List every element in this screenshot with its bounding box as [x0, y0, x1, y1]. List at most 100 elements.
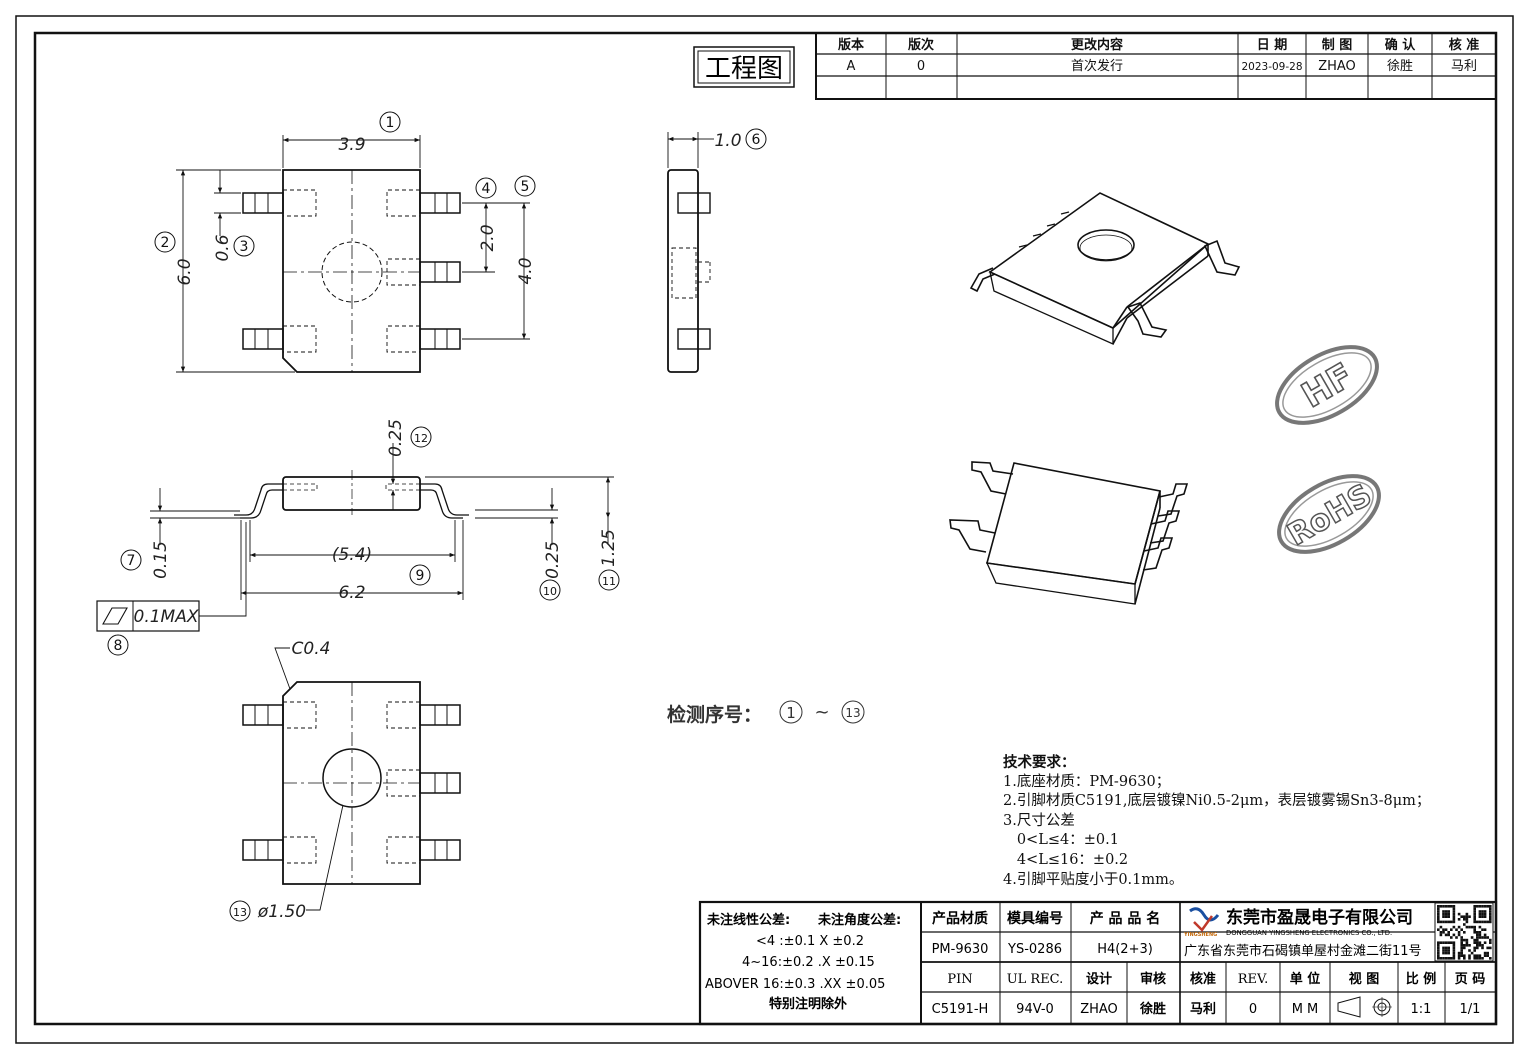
- qr-code: [1434, 902, 1494, 962]
- balloon-4: 4: [475, 177, 497, 199]
- side-view-right: [667, 169, 711, 373]
- inspection-label: 检测序号：: [667, 704, 763, 726]
- isometric-top-view: [969, 192, 1241, 346]
- tech-line-1: 1.底座材质：PM-9630；: [1003, 773, 1171, 790]
- technical-requirements: 技术要求： 1.底座材质：PM-9630； 2.引脚材质C5191,底层镀镍Ni…: [1003, 753, 1430, 890]
- tol-title-angle: 未注角度公差:: [817, 912, 901, 928]
- svg-text:6: 6: [752, 132, 761, 148]
- tol-line-2: 4~16:±0.2 .X ±0.15: [742, 955, 875, 970]
- flatness-value: 0.1MAX: [134, 607, 199, 627]
- dim-1-0: 1.0: [714, 131, 741, 151]
- title-block-row1-headers: 产品材质 模具编号 产 品 品 名: [932, 910, 1160, 927]
- engineering-drawing-stamp: 工程图: [693, 46, 795, 88]
- dim-0-25-side: 0.25: [543, 541, 563, 579]
- svg-text:5: 5: [521, 179, 530, 195]
- hdr-review: 审核: [1140, 971, 1166, 987]
- hdr-rev: REV.: [1238, 972, 1269, 987]
- bottom-view: [242, 647, 461, 911]
- dim-5-4: (5.4): [332, 545, 372, 565]
- rev-header-drawn: 制 图: [1322, 37, 1353, 53]
- balloon-13: 13: [229, 900, 251, 922]
- svg-text:12: 12: [414, 432, 428, 445]
- balloon-2: 2: [154, 231, 176, 253]
- balloon-10: 10: [539, 579, 561, 601]
- hdr-view: 视 图: [1349, 971, 1380, 987]
- rev-edition: 0: [917, 59, 925, 74]
- balloon-9: 9: [409, 564, 431, 586]
- tech-line-6: 4.引脚平贴度小于0.1mm。: [1003, 871, 1184, 888]
- rev-header-version: 版本: [838, 37, 864, 53]
- val-review: 徐胜: [1139, 1001, 1166, 1017]
- tech-title: 技术要求：: [1003, 754, 1076, 771]
- company-name-en: DONGGUAN YINGSHENG ELECTRONICS CO., LTD.: [1226, 929, 1392, 937]
- dim-6-0: 6.0: [175, 258, 195, 285]
- title-block-grid: [698, 900, 1498, 1026]
- val-design: ZHAO: [1080, 1002, 1118, 1017]
- tolerance-block: 未注线性公差: 未注角度公差: <4 :±0.1 X ±0.2 4~16:±0.…: [705, 912, 901, 1012]
- val-page: 1/1: [1460, 1002, 1481, 1017]
- svg-text:10: 10: [543, 585, 557, 598]
- title-block-row2-headers: PIN UL REC. 设计 审核 核准 REV. 单 位 视 图 比 例 页 …: [947, 971, 1485, 987]
- rev-confirm: 徐胜: [1387, 59, 1413, 74]
- svg-text:8: 8: [114, 638, 123, 654]
- rohs-text: RoHS: [1282, 478, 1378, 554]
- hole-diameter-label: ø1.50: [257, 902, 306, 922]
- company-name-cn: 东莞市盈晟电子有限公司: [1226, 907, 1413, 928]
- dim-6-2: 6.2: [338, 583, 365, 603]
- top-view: [242, 169, 461, 373]
- hdr-pin: PIN: [947, 972, 972, 987]
- svg-text:4: 4: [482, 181, 491, 197]
- balloon-12: 12: [410, 426, 432, 448]
- dim-2-0: 2.0: [478, 224, 498, 251]
- inspection-from: 1: [786, 704, 796, 722]
- hdr-page: 页 码: [1455, 972, 1486, 987]
- rev-header-date: 日 期: [1257, 38, 1288, 53]
- val-product-name: H4(2+3): [1097, 942, 1153, 957]
- company-logo: YINGSHENG: [1183, 907, 1220, 938]
- dim-0-6: 0.6: [213, 234, 233, 261]
- hf-mark: HF: [1275, 345, 1379, 425]
- tech-line-2: 2.引脚材质C5191,底层镀镍Ni0.5-2μm，表层镀雾锡Sn3-8μm；: [1003, 793, 1431, 810]
- svg-text:9: 9: [416, 568, 425, 584]
- val-ul: 94V-0: [1016, 1002, 1054, 1017]
- balloon-1: 1: [379, 111, 401, 133]
- hdr-mold-no: 模具编号: [1007, 910, 1063, 927]
- balloon-11: 11: [598, 569, 620, 591]
- balloon-8: 8: [107, 634, 129, 656]
- dim-0-15: 0.15: [151, 541, 171, 579]
- val-pin: C5191-H: [932, 1002, 989, 1017]
- tol-line-4: 特别注明除外: [769, 996, 847, 1012]
- hdr-scale: 比 例: [1406, 971, 1437, 987]
- hdr-design: 设计: [1086, 971, 1112, 987]
- rev-approve: 马利: [1451, 59, 1477, 74]
- front-view-dimensions: [150, 443, 614, 617]
- val-mold-no: YS-0286: [1007, 942, 1062, 957]
- rev-header-edition: 版次: [908, 37, 934, 53]
- projection-view-icon: [1337, 996, 1392, 1018]
- val-material: PM-9630: [932, 942, 989, 957]
- svg-text:3: 3: [240, 239, 249, 255]
- tol-title-linear: 未注线性公差:: [706, 912, 790, 928]
- hdr-product-name: 产 品 品 名: [1090, 910, 1161, 927]
- chamfer-label: C0.4: [292, 639, 331, 659]
- dim-3-9: 3.9: [338, 135, 365, 155]
- svg-text:7: 7: [127, 553, 136, 569]
- balloon-3: 3: [233, 235, 255, 257]
- tol-line-1: <4 :±0.1 X ±0.2: [756, 934, 864, 949]
- rev-version: A: [847, 59, 856, 74]
- rev-header-confirm: 确 认: [1385, 37, 1417, 53]
- company-address: 广东省东莞市石碣镇单屋村金滩二街11号: [1184, 943, 1422, 959]
- revision-table: [815, 32, 1497, 100]
- revision-headers: 版本 版次 更改内容 日 期 制 图 确 认 核 准: [838, 37, 1479, 53]
- tech-line-5: 4<L≤16：±0.2: [1003, 851, 1129, 868]
- inspection-sep: ~: [814, 702, 829, 723]
- svg-text:11: 11: [602, 575, 616, 588]
- outer-frame: [15, 15, 1514, 1044]
- hdr-material: 产品材质: [932, 910, 988, 927]
- val-rev: 0: [1249, 1002, 1257, 1017]
- svg-text:1: 1: [386, 115, 395, 131]
- inspection-balloons: 1 ~ 13: [779, 700, 865, 724]
- val-scale: 1:1: [1411, 1002, 1432, 1017]
- svg-text:2: 2: [161, 235, 170, 251]
